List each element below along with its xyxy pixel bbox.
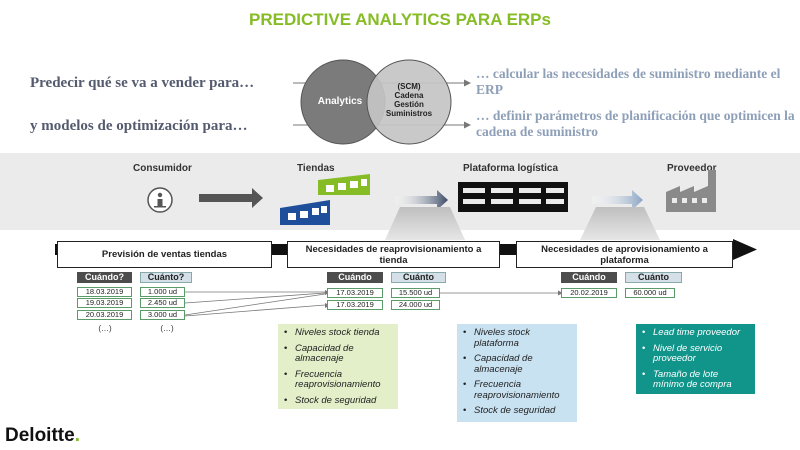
stage-label-consumidor: Consumidor bbox=[133, 163, 192, 174]
connector-lines bbox=[184, 291, 558, 317]
params-panel-proveedor: Lead time proveedor Nivel de servicio pr… bbox=[636, 324, 755, 394]
arrowhead-small bbox=[558, 290, 563, 296]
table-ellipsis: (…) bbox=[98, 324, 112, 333]
store-icon-green bbox=[318, 174, 370, 195]
param-item: Nivel de servicio proveedor bbox=[642, 343, 747, 365]
table-header-qty: Cuánto? bbox=[140, 272, 192, 283]
table-header-qty: Cuánto bbox=[391, 272, 446, 283]
highlight-shape bbox=[580, 207, 660, 240]
arrow-icon bbox=[592, 190, 643, 210]
table-cell-date: 18.03.2019 bbox=[77, 287, 132, 297]
continuation-1: … calcular las necesidades de suministro… bbox=[476, 66, 781, 97]
table-cell-date: 17.03.2019 bbox=[327, 288, 383, 298]
warehouse-icon bbox=[458, 182, 568, 212]
table-cell-qty: 3.000 ud bbox=[140, 310, 185, 320]
highlight-shape bbox=[385, 207, 465, 240]
param-item: Frecuencia reaprovisionamiento bbox=[284, 369, 390, 391]
consumer-icon bbox=[147, 187, 173, 213]
deloitte-logo: Deloitte. bbox=[5, 425, 80, 446]
table-cell-qty: 24.000 ud bbox=[391, 300, 440, 310]
factory-icon bbox=[666, 170, 716, 212]
stage-label-proveedor: Proveedor bbox=[667, 163, 717, 174]
lead-statement-1: Predecir qué se va a vender para… bbox=[30, 75, 255, 91]
param-item: Niveles stock tienda bbox=[284, 327, 390, 339]
params-panel-tienda: Niveles stock tienda Capacidad de almace… bbox=[278, 324, 398, 409]
process-arrowhead bbox=[733, 239, 757, 260]
table-header-qty: Cuánto bbox=[625, 272, 682, 283]
stage-label-tiendas: Tiendas bbox=[297, 163, 335, 174]
params-panel-plataforma: Niveles stock plataforma Capacidad de al… bbox=[457, 324, 577, 422]
param-item: Stock de seguridad bbox=[463, 405, 569, 417]
lead-statement-2: y modelos de optimización para… bbox=[30, 118, 248, 134]
table-cell-date: 20.03.2019 bbox=[77, 310, 132, 320]
venn-circle-scm bbox=[366, 59, 452, 145]
venn-diagram bbox=[293, 59, 471, 145]
table-cell-qty: 2.450 ud bbox=[140, 298, 185, 308]
phase-box-replenishment: Necesidades de reaprovisionamiento a tie… bbox=[287, 241, 500, 268]
venn-label-scm: (SCM) Cadena Gestión Suministros bbox=[385, 82, 433, 118]
param-item: Tamaño de lote mínimo de compra bbox=[642, 369, 747, 391]
table-cell-qty: 1.000 ud bbox=[140, 287, 185, 297]
table-header-when: Cuándo? bbox=[77, 272, 132, 283]
table-header-when: Cuándo bbox=[327, 272, 383, 283]
stage-label-plataforma: Plataforma logística bbox=[463, 163, 559, 174]
table-cell-date: 17.03.2019 bbox=[327, 300, 383, 310]
param-item: Lead time proveedor bbox=[642, 327, 747, 339]
table-ellipsis: (…) bbox=[160, 324, 174, 333]
table-cell-date: 20.02.2019 bbox=[561, 288, 617, 298]
table-cell-qty: 60.000 ud bbox=[625, 288, 675, 298]
table-header-when: Cuándo bbox=[561, 272, 617, 283]
continuation-2: … definir parámetros de planificación qu… bbox=[476, 108, 795, 139]
arrow-icon bbox=[199, 188, 263, 208]
store-icon-blue bbox=[280, 200, 330, 225]
table-cell-date: 19.03.2019 bbox=[77, 298, 132, 308]
phase-box-forecast: Previsión de ventas tiendas bbox=[57, 241, 272, 268]
page-title: PREDICTIVE ANALYTICS PARA ERPs bbox=[249, 10, 551, 29]
param-item: Capacidad de almacenaje bbox=[284, 343, 390, 365]
phase-box-supply: Necesidades de aprovisionamiento a plata… bbox=[516, 241, 733, 268]
param-item: Niveles stock plataforma bbox=[463, 327, 569, 349]
param-item: Capacidad de almacenaje bbox=[463, 353, 569, 375]
table-cell-qty: 15.500 ud bbox=[391, 288, 440, 298]
param-item: Stock de seguridad bbox=[284, 395, 390, 407]
venn-label-analytics: Analytics bbox=[317, 96, 363, 107]
param-item: Frecuencia reaprovisionamiento bbox=[463, 379, 569, 401]
arrow-icon bbox=[395, 190, 448, 210]
